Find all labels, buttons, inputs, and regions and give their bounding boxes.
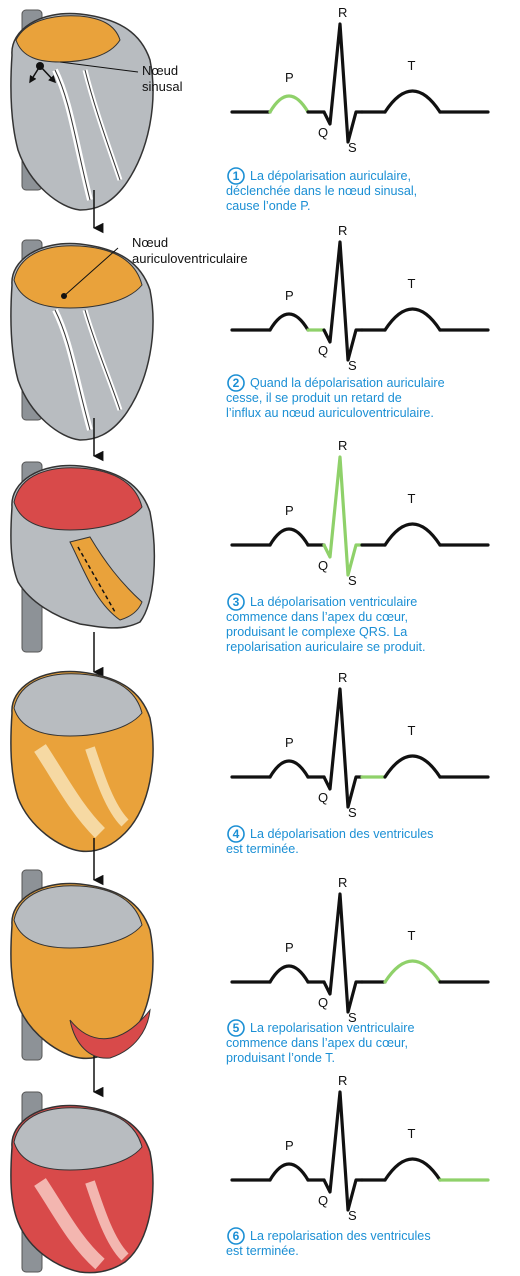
caption-line: est terminée. [226,842,299,856]
step-number: 1 [233,169,240,183]
av-node-label-line1: Nœud [132,235,168,250]
wave-label-s: S [348,1208,357,1223]
wave-label-t: T [408,276,416,291]
wave-label-r: R [338,1073,347,1088]
wave-label-q: Q [318,343,328,358]
step-number: 6 [233,1229,240,1243]
wave-label-r: R [338,5,347,20]
caption-line: produisant l’onde T. [226,1051,335,1065]
step-number: 5 [233,1021,240,1035]
step-number: 4 [233,827,240,841]
wave-label-s: S [348,805,357,820]
wave-label-q: Q [318,1193,328,1208]
wave-label-p: P [285,503,294,518]
caption-line: commence dans l’apex du cœur, [226,610,408,624]
wave-label-p: P [285,70,294,85]
av-node-label-line2: auriculoventriculaire [132,251,248,266]
caption-line: La dépolarisation auriculaire, [250,169,411,183]
ecg-panel-3: P R Q S T 3 La dépolarisation ventriculairecom… [226,438,488,654]
heart-illustration-1 [11,10,153,228]
step-number: 2 [233,376,240,390]
heart-illustration-6 [11,1092,153,1273]
heart-illustrations [11,10,154,1273]
caption-line: est terminée. [226,1244,299,1258]
ecg-segment-qrs [324,894,362,1012]
wave-label-t: T [408,1126,416,1141]
ecg-panel-2: P R Q S T 2 Quand la dépolarisation auriculair… [226,223,488,420]
step-number: 3 [233,595,240,609]
heart-illustration-3 [11,462,154,672]
sinus-node-label-line1: Nœud [142,63,178,78]
ecg-panel-4: P R Q S T 4 La dépolarisation des ventriculese… [226,670,488,856]
ecg-segment-p [270,966,308,982]
wave-label-s: S [348,573,357,588]
caption-line: Quand la dépolarisation auriculaire [250,376,445,390]
ecg-segment-t [385,524,440,545]
ecg-segment-t [385,961,440,982]
ecg-segment-qrs [324,24,362,142]
ecg-segment-p [270,1164,308,1180]
caption-line: l’influx au nœud auriculoventriculaire. [226,406,434,420]
sinus-node-label-line2: sinusal [142,79,183,94]
ecg-segment-qrs [324,457,362,575]
caption-line: produisant le complexe QRS. La [226,625,407,639]
caption-5: 5 La repolarisation ventriculairecommence… [226,1020,415,1065]
wave-label-t: T [408,723,416,738]
caption-3: 3 La dépolarisation ventriculairecommence… [226,594,426,654]
wave-label-q: Q [318,995,328,1010]
ecg-segment-t [385,309,440,330]
wave-label-t: T [408,491,416,506]
ecg-segment-p [270,761,308,777]
ecg-segment-p [270,314,308,330]
caption-line: La repolarisation ventriculaire [250,1021,415,1035]
caption-line: commence dans l’apex du cœur, [226,1036,408,1050]
wave-label-q: Q [318,790,328,805]
heart-illustration-5 [11,870,153,1092]
ecg-segment-t [385,1159,440,1180]
wave-label-t: T [408,928,416,943]
wave-label-q: Q [318,125,328,140]
caption-line: La dépolarisation ventriculaire [250,595,417,609]
sinus-node-label: Nœud sinusal [142,63,183,94]
caption-2: 2 Quand la dépolarisation auriculairecess… [226,375,445,420]
wave-label-s: S [348,140,357,155]
ecg-panels: P R Q S T 1 La dépolarisation auriculaire,décl… [226,5,488,1258]
wave-label-r: R [338,223,347,238]
wave-label-q: Q [318,558,328,573]
caption-line: La repolarisation des ventricules [250,1229,431,1243]
ecg-segment-qrs [324,242,362,360]
caption-line: cesse, il se produit un retard de [226,391,402,405]
ecg-segment-p [270,529,308,545]
caption-4: 4 La dépolarisation des ventriculesest te… [226,826,433,856]
wave-label-r: R [338,875,347,890]
wave-label-p: P [285,288,294,303]
ecg-segment-qrs [324,1092,362,1210]
ecg-panel-6: P R Q S T 6 La repolarisation des ventriculese… [226,1073,488,1258]
heart-illustration-4 [11,671,153,880]
wave-label-p: P [285,735,294,750]
wave-label-p: P [285,1138,294,1153]
ecg-segment-t [385,756,440,777]
ecg-segment-p [270,96,308,112]
ecg-segment-qrs [324,689,362,807]
ecg-segment-t [385,91,440,112]
av-node-label: Nœud auriculoventriculaire [132,235,248,266]
wave-label-t: T [408,58,416,73]
wave-label-p: P [285,940,294,955]
wave-label-r: R [338,670,347,685]
caption-line: La dépolarisation des ventricules [250,827,433,841]
heart-illustration-2 [11,240,153,456]
caption-1: 1 La dépolarisation auriculaire,déclenché… [226,168,417,213]
wave-label-r: R [338,438,347,453]
caption-line: déclenchée dans le nœud sinusal, [226,184,417,198]
caption-line: repolarisation auriculaire se produit. [226,640,426,654]
caption-line: cause l’onde P. [226,199,311,213]
ecg-panel-1: P R Q S T 1 La dépolarisation auriculaire,décl… [226,5,488,213]
wave-label-s: S [348,358,357,373]
